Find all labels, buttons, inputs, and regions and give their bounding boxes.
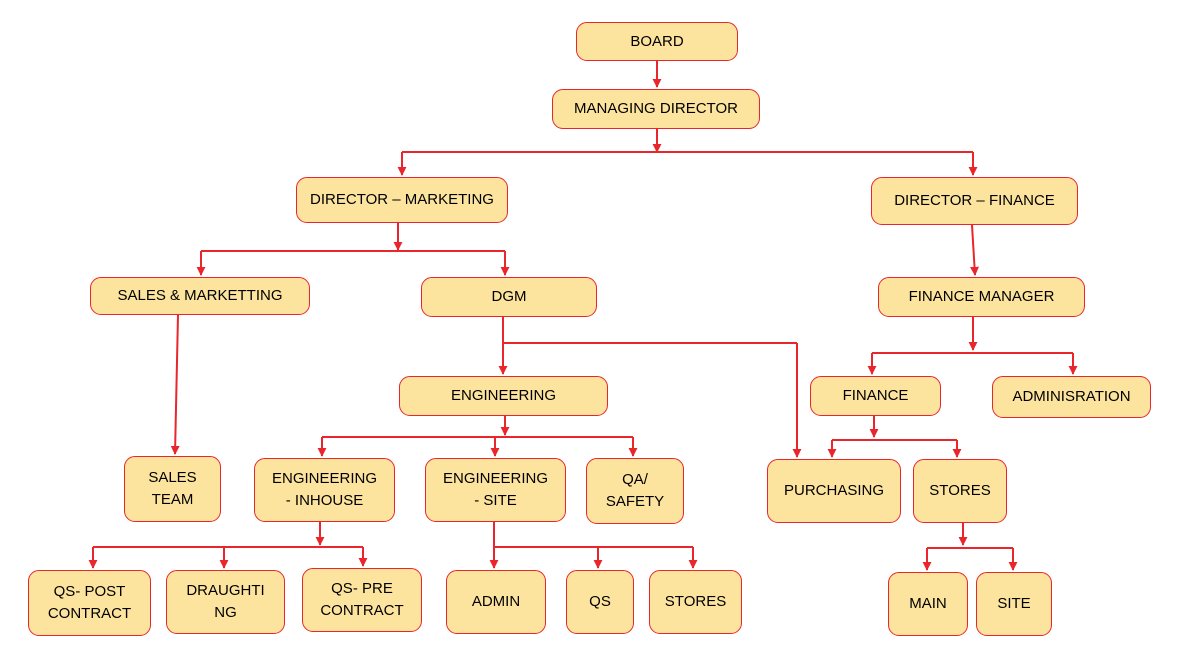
node-qa-safety-label: QA/ SAFETY <box>605 471 665 510</box>
connector-to-fin-mgr <box>970 224 980 276</box>
node-finance: FINANCE <box>810 376 941 416</box>
node-qs-label: QS <box>589 593 611 610</box>
node-draughting: DRAUGHTI NG <box>166 570 285 634</box>
node-director-marketing: DIRECTOR – MARKETING <box>296 177 508 223</box>
node-finance-label: FINANCE <box>842 387 909 404</box>
node-qs-post-contract-label: QS- POST CONTRACT <box>47 583 132 622</box>
node-main: MAIN <box>888 572 968 636</box>
node-sales-marketting: SALES & MARKETTING <box>90 277 310 315</box>
node-managing-director: MANAGING DIRECTOR <box>552 89 760 129</box>
node-qs-pre-contract-label: QS- PRE CONTRACT <box>320 580 404 619</box>
node-stores-finance: STORES <box>913 459 1007 523</box>
node-qs-pre-contract: QS- PRE CONTRACT <box>302 568 422 632</box>
node-administration-label: ADMINISRATION <box>1012 388 1131 405</box>
node-sales-team: SALES TEAM <box>124 456 221 522</box>
node-main-label: MAIN <box>909 595 947 612</box>
node-dgm: DGM <box>421 277 597 317</box>
node-qs: QS <box>566 570 634 634</box>
node-administration: ADMINISRATION <box>992 376 1151 418</box>
node-board: BOARD <box>576 22 738 61</box>
node-sales-marketting-label: SALES & MARKETTING <box>117 287 283 304</box>
node-engineering-inhouse-label: ENGINEERING - INHOUSE <box>271 470 377 509</box>
node-qs-post-contract: QS- POST CONTRACT <box>28 570 151 636</box>
connector-to-sales-team <box>170 314 180 455</box>
node-finance-manager-label: FINANCE MANAGER <box>908 288 1055 305</box>
node-purchasing: PURCHASING <box>767 459 901 523</box>
node-qa-safety: QA/ SAFETY <box>586 458 684 524</box>
node-engineering-label: ENGINEERING <box>450 387 556 404</box>
node-purchasing-label: PURCHASING <box>783 482 884 499</box>
node-site: SITE <box>976 572 1052 636</box>
node-director-marketing-label: DIRECTOR – MARKETING <box>310 191 494 208</box>
node-site-label: SITE <box>997 595 1031 612</box>
node-engineering-site-label: ENGINEERING - SITE <box>442 470 548 509</box>
node-engineering: ENGINEERING <box>399 376 608 416</box>
node-finance-manager: FINANCE MANAGER <box>878 277 1085 317</box>
node-sales-team-label: SALES TEAM <box>148 469 197 508</box>
node-dgm-label: DGM <box>491 288 527 305</box>
node-stores-site: STORES <box>649 570 742 634</box>
node-stores-site-label: STORES <box>664 593 727 610</box>
node-draughting-label: DRAUGHTI NG <box>186 582 265 621</box>
node-board-label: BOARD <box>630 32 684 50</box>
node-director-finance: DIRECTOR – FINANCE <box>871 177 1078 225</box>
node-director-finance-label: DIRECTOR – FINANCE <box>894 192 1055 209</box>
node-stores-finance-label: STORES <box>929 482 991 499</box>
node-admin: ADMIN <box>446 570 546 634</box>
node-managing-director-label: MANAGING DIRECTOR <box>574 100 738 117</box>
node-engineering-site: ENGINEERING - SITE <box>425 458 566 522</box>
node-engineering-inhouse: ENGINEERING - INHOUSE <box>254 458 395 522</box>
node-admin-label: ADMIN <box>471 593 521 610</box>
